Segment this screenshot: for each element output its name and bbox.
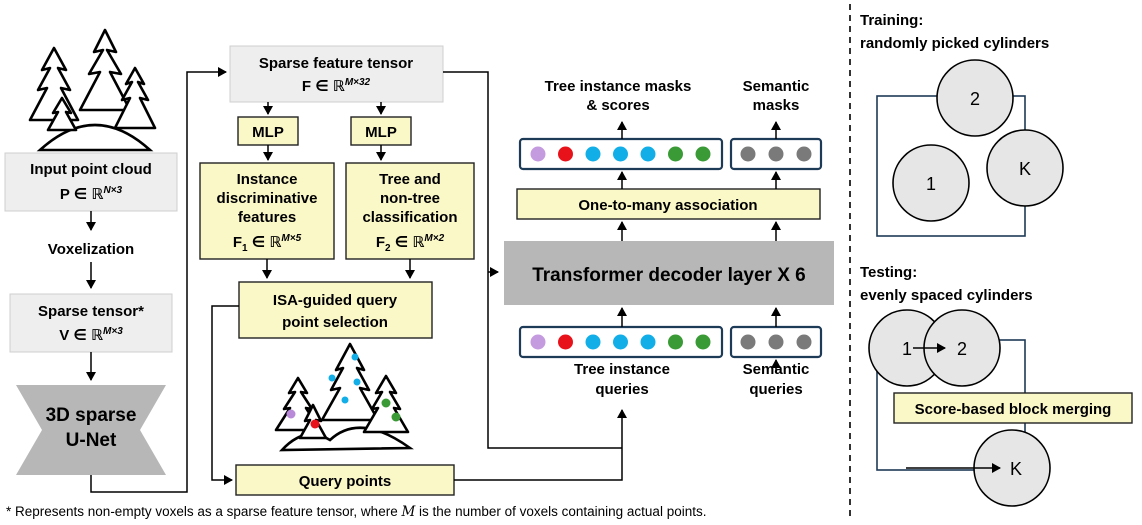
transformer-decoder-box [504, 241, 834, 305]
instance-query-dot [613, 334, 628, 350]
semantic-mask-dots [740, 146, 812, 162]
instance-mask-dot [585, 146, 601, 162]
testing-c1: 1 [902, 339, 912, 359]
masks-label-line1: Tree instance masks [545, 78, 692, 95]
instance-line2: discriminative [217, 190, 318, 207]
input-point-cloud-box [4, 152, 178, 212]
instance-mask-dot [558, 146, 573, 162]
testing-c2: 2 [957, 339, 967, 359]
training-cylinder-k [986, 129, 1064, 207]
isa-line2: point selection [282, 314, 388, 331]
training-title: Training: [860, 12, 923, 29]
semantic-masks-line2: masks [753, 97, 800, 114]
instance-line3: features [238, 209, 296, 226]
query-points-label: Query points [299, 473, 392, 490]
input-box-title: Input point cloud [30, 161, 152, 178]
testing-title: Testing: [860, 264, 917, 281]
instance-mask-dot [668, 146, 683, 162]
instance-line1: Instance [237, 171, 298, 188]
classification-box [345, 162, 475, 260]
semantic-query-dot [740, 334, 756, 350]
input-box-math: P ∈ ℝN×3 [60, 185, 123, 203]
classification-math: F2 ∈ ℝM×2 [376, 233, 445, 254]
semantic-query-dots [740, 334, 812, 350]
mlp-left-box [237, 116, 299, 146]
feature-tensor-math: F ∈ ℝM×32 [302, 77, 371, 95]
semantic-mask-dot [768, 146, 784, 162]
instance-query-dot [558, 334, 573, 350]
instance-features-box [199, 162, 335, 260]
semantic-masks-line1: Semantic [743, 78, 810, 95]
isa-line1: ISA-guided query [273, 292, 398, 309]
sparse-tensor-math: V ∈ ℝM×3 [59, 326, 123, 344]
masks-label-line2: & scores [586, 97, 649, 114]
voxelization-label: Voxelization [48, 241, 134, 258]
block-merging-label: Score-based block merging [915, 401, 1112, 418]
semantic-query-dot [768, 334, 784, 350]
instance-queries-line1: Tree instance [574, 361, 670, 378]
instance-query-dot [695, 334, 711, 350]
instance-query-dots [530, 334, 711, 350]
classification-line1: Tree and [379, 171, 441, 188]
testing-subtitle: evenly spaced cylinders [860, 287, 1033, 304]
classification-line3: classification [362, 209, 457, 226]
instance-query-dot [585, 334, 601, 350]
semantic-mask-dot [740, 146, 756, 162]
instance-math: F1 ∈ ℝM×5 [233, 233, 302, 254]
unet-block [16, 385, 166, 475]
instance-mask-dot [640, 146, 656, 162]
instance-query-dot [530, 334, 546, 350]
instance-query-dot [668, 334, 683, 350]
association-box [516, 188, 821, 220]
sparse-feature-tensor-box [229, 45, 444, 103]
instance-queries-line2: queries [595, 381, 648, 398]
isa-query-selection-box [238, 281, 433, 339]
instance-mask-dot [695, 146, 711, 162]
sparse-tensor-title: Sparse tensor* [38, 303, 144, 320]
feature-tensor-title: Sparse feature tensor [259, 55, 413, 72]
semantic-queries-line1: Semantic [743, 361, 810, 378]
instance-query-dot [640, 334, 656, 350]
training-c1: 2 [970, 89, 980, 109]
association-label: One-to-many association [578, 197, 757, 214]
unet-line1: 3D sparse [46, 405, 137, 426]
mlp-left-label: MLP [252, 124, 284, 141]
block-merging-box [893, 392, 1133, 424]
training-cylinder-1 [892, 144, 970, 222]
mlp-right-label: MLP [365, 124, 397, 141]
footnote: * Represents non-empty voxels as a spars… [6, 504, 706, 520]
transformer-label: Transformer decoder layer X 6 [532, 265, 806, 286]
classification-line2: non-tree [380, 190, 440, 207]
training-c3: K [1019, 159, 1031, 179]
unet-line2: U-Net [66, 430, 117, 451]
testing-c3: K [1010, 459, 1022, 479]
instance-mask-dots [530, 146, 711, 162]
training-c2: 1 [926, 174, 936, 194]
instance-mask-dot [613, 146, 628, 162]
mlp-right-box [350, 116, 412, 146]
semantic-query-dot [796, 334, 812, 350]
semantic-queries-line2: queries [749, 381, 802, 398]
query-points-tree-icon [274, 342, 414, 452]
instance-mask-dot [530, 146, 546, 162]
semantic-mask-dot [796, 146, 812, 162]
training-cylinder-2 [936, 59, 1014, 137]
training-subtitle: randomly picked cylinders [860, 35, 1049, 52]
forest-icon [28, 28, 157, 152]
